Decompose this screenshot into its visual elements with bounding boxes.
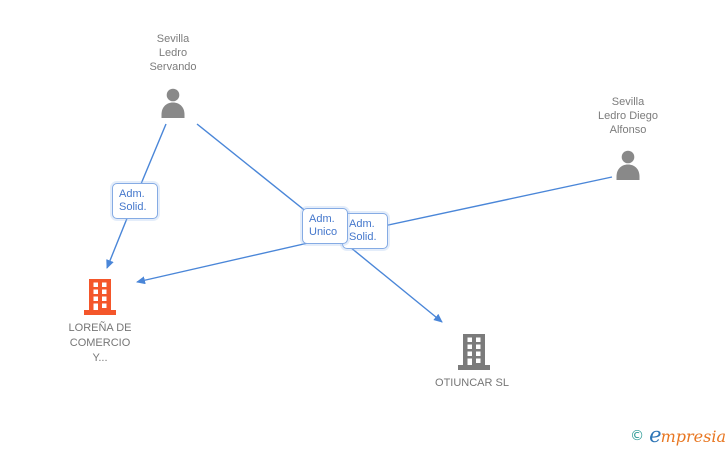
person-label-diego-alfonso[interactable]: Sevilla Ledro Diego Alfonso [568,95,688,137]
person-name-line: Ledro Diego [598,110,658,122]
person-name-line: Alfonso [609,124,647,136]
person-name-line: Sevilla [611,96,645,108]
person-name-line: Ledro [158,47,188,59]
copyright-symbol: © [630,428,645,444]
person-name-line: Servando [149,61,197,73]
edge-label-line: Solid. [349,231,377,243]
company-name-line: LOREÑA DE [68,322,132,334]
company-label-lorena[interactable]: LOREÑA DE COMERCIO Y... [40,321,160,366]
building-icon-gray[interactable] [458,334,490,370]
edge-label-adm-solid-diego-lorena: Adm. Solid. [342,213,388,249]
edge-servando-otiuncar-upper [196,123,324,226]
company-label-otiuncar[interactable]: OTIUNCAR SL [402,376,542,391]
edge-label-line: Adm. [309,213,335,225]
edge-diego-lorena-right [364,176,613,231]
empresia-logo-text: e [649,423,662,447]
company-name-line: Y... [92,352,108,364]
person-icon[interactable] [614,150,642,180]
edge-label-adm-solid-servando-lorena: Adm. Solid. [112,183,158,219]
edge-label-adm-unico-servando-otiuncar: Adm. Unico [302,208,348,244]
edge-label-line: Adm. [119,188,145,200]
empresia-logo-text: mpresia [660,427,726,446]
person-name-line: Sevilla [156,33,190,45]
person-label-servando[interactable]: Sevilla Ledro Servando [113,32,233,74]
empresia-watermark: ©empresia [630,423,726,447]
edge-label-line: Adm. [349,218,375,230]
company-name-line: COMERCIO [69,337,131,349]
building-icon-orange[interactable] [84,279,116,315]
edge-label-line: Unico [309,226,338,238]
edge-label-line: Solid. [119,201,147,213]
person-icon[interactable] [159,88,187,118]
company-name-line: OTIUNCAR SL [435,377,509,389]
